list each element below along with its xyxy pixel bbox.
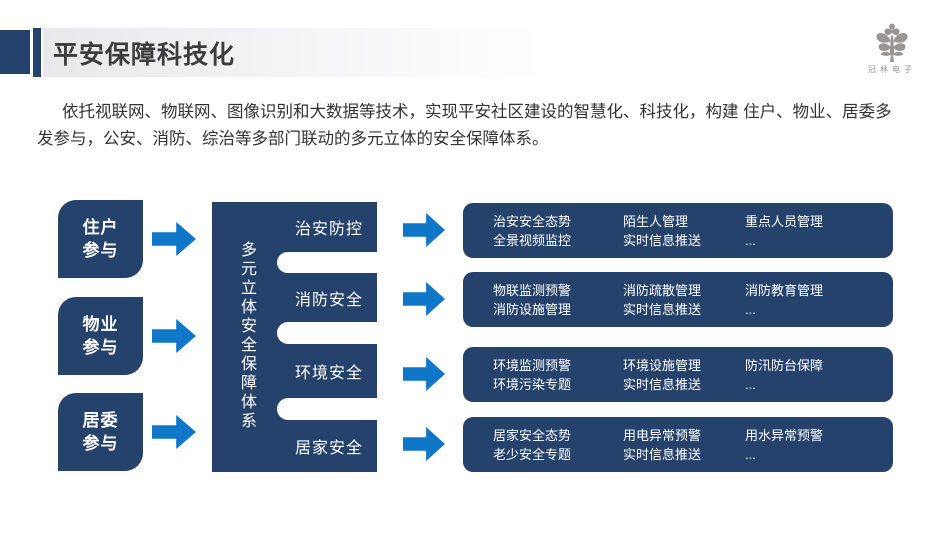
detail-item: 物联监测预警 消防设施管理: [493, 281, 623, 319]
detail-line: 消防设施管理: [493, 301, 572, 317]
participant-label-line: 参与: [82, 434, 119, 453]
detail-line: 治安安全态势: [493, 213, 572, 229]
detail-line: 环境污染专题: [493, 376, 572, 392]
detail-line: ...: [745, 232, 756, 248]
participant-label-line: 住户: [82, 218, 119, 237]
category-label-security: 治安防控: [294, 221, 363, 238]
detail-item: 用水异常预警 ...: [745, 426, 893, 464]
page-title: 平安保障科技化: [53, 40, 236, 69]
participant-label-line: 参与: [82, 241, 119, 260]
detail-line: 实时信息推送: [623, 232, 702, 248]
tree-logo-icon: [876, 23, 908, 62]
detail-line: 物联监测预警: [493, 282, 572, 298]
detail-line: ...: [745, 301, 756, 317]
system-vertical-label: 多元立体安全保障体系: [238, 241, 255, 431]
detail-item: 消防教育管理 ...: [745, 281, 893, 319]
detail-line: 重点人员管理: [745, 213, 824, 229]
company-logo: 冠林电子: [860, 22, 924, 75]
detail-item: 用电异常预警 实时信息推送: [623, 426, 745, 464]
detail-line: 消防教育管理: [745, 282, 824, 298]
title-accent-square: [0, 30, 30, 74]
participant-box-committee: 居委 参与: [58, 393, 143, 471]
detail-line: 全景视频监控: [493, 232, 572, 248]
intro-paragraph: 依托视联网、物联网、图像识别和大数据等技术，实现平安社区建设的智慧化、科技化，构…: [37, 99, 892, 153]
detail-box-security: 治安安全态势 全景视频监控 陌生人管理 实时信息推送 重点人员管理 ...: [463, 203, 893, 258]
security-system-block: 多元立体安全保障体系 治安防控 消防安全 环境安全 居家安全: [212, 202, 377, 472]
category-label-home: 居家安全: [294, 440, 363, 457]
detail-item: 治安安全态势 全景视频监控: [493, 212, 623, 250]
detail-line: 实时信息推送: [623, 301, 702, 317]
detail-line: ...: [745, 376, 756, 392]
detail-line: 用电异常预警: [623, 427, 702, 443]
detail-item: 环境设施管理 实时信息推送: [623, 356, 745, 394]
detail-line: 用水异常预警: [745, 427, 824, 443]
right-arrow-icon: [403, 357, 445, 391]
right-arrow-icon: [152, 415, 196, 449]
title-accent-bar: [33, 28, 41, 77]
detail-line: 老少安全专题: [493, 446, 572, 462]
detail-line: 陌生人管理: [623, 213, 689, 229]
detail-box-home: 居家安全态势 老少安全专题 用电异常预警 实时信息推送 用水异常预警 ...: [463, 417, 893, 472]
detail-line: 消防疏散管理: [623, 282, 702, 298]
category-label-environment: 环境安全: [294, 365, 363, 382]
detail-item: 居家安全态势 老少安全专题: [493, 426, 623, 464]
participant-box-property: 物业 参与: [58, 297, 143, 375]
notch-divider: [277, 252, 377, 273]
intro-line-1: 依托视联网、物联网、图像识别和大数据等技术，实现平安社区建设的智慧化、科技化，构…: [62, 103, 892, 121]
detail-line: 实时信息推送: [623, 376, 702, 392]
right-arrow-icon: [403, 427, 445, 461]
detail-item: 防汛防台保障 ...: [745, 356, 893, 394]
right-arrow-icon: [403, 282, 445, 316]
intro-line-2: 发参与，公安、消防、综治等多部门联动的多元立体的安全保障体系。: [37, 130, 549, 148]
notch-divider: [277, 398, 377, 420]
detail-item: 环境监测预警 环境污染专题: [493, 356, 623, 394]
detail-item: 消防疏散管理 实时信息推送: [623, 281, 745, 319]
right-arrow-icon: [152, 222, 196, 256]
notch-divider: [277, 322, 377, 344]
participant-label-line: 参与: [82, 338, 119, 357]
participant-box-resident: 住户 参与: [58, 200, 143, 278]
participant-label-line: 居委: [82, 411, 119, 430]
detail-line: 实时信息推送: [623, 446, 702, 462]
detail-item: 陌生人管理 实时信息推送: [623, 212, 745, 250]
participant-label-line: 物业: [82, 315, 119, 334]
right-arrow-icon: [152, 319, 196, 353]
detail-line: ...: [745, 446, 756, 462]
detail-line: 居家安全态势: [493, 427, 572, 443]
detail-line: 防汛防台保障: [745, 357, 824, 373]
detail-line: 环境监测预警: [493, 357, 572, 373]
title-band: 平安保障科技化: [43, 28, 905, 77]
detail-line: 环境设施管理: [623, 357, 702, 373]
detail-box-environment: 环境监测预警 环境污染专题 环境设施管理 实时信息推送 防汛防台保障 ...: [463, 347, 893, 402]
category-label-fire: 消防安全: [294, 291, 363, 309]
detail-box-fire: 物联监测预警 消防设施管理 消防疏散管理 实时信息推送 消防教育管理 ...: [463, 272, 893, 327]
right-arrow-icon: [403, 213, 445, 247]
detail-item: 重点人员管理 ...: [745, 212, 893, 250]
company-logo-text: 冠林电子: [868, 65, 916, 74]
